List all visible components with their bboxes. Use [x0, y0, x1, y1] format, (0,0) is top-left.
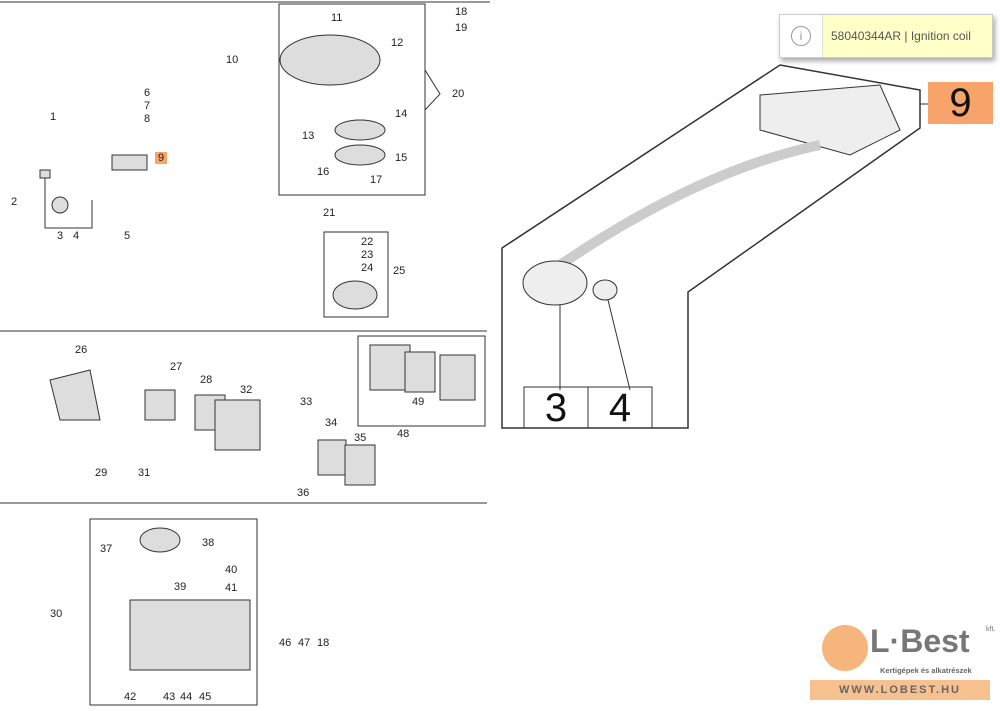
part-label-selected[interactable]: 9: [155, 152, 168, 164]
part-label[interactable]: 38: [202, 537, 215, 549]
part-label[interactable]: 39: [174, 581, 187, 593]
part-label[interactable]: 30: [50, 608, 63, 620]
tooltip: i 58040344AR | Ignition coil: [779, 14, 993, 58]
part-label[interactable]: 32: [240, 384, 253, 396]
part-label[interactable]: 42: [124, 691, 137, 703]
logo-brand: L·Best: [870, 623, 970, 659]
part-label[interactable]: 44: [180, 691, 193, 703]
part-label[interactable]: 20: [452, 88, 465, 100]
part-label[interactable]: 5: [124, 230, 131, 242]
part-label[interactable]: 25: [393, 265, 406, 277]
logo-suffix: kft.: [986, 626, 996, 633]
part-label[interactable]: 8: [144, 113, 151, 125]
part-label[interactable]: 24: [361, 262, 374, 274]
part-label[interactable]: 26: [75, 344, 88, 356]
part-label[interactable]: 31: [138, 467, 151, 479]
part-label[interactable]: 13: [302, 130, 315, 142]
part-label[interactable]: 18: [317, 637, 330, 649]
part-label[interactable]: 4: [73, 230, 80, 242]
part-label[interactable]: 34: [325, 417, 338, 429]
zoom-part-label[interactable]: 4: [608, 386, 632, 430]
part-label[interactable]: 33: [300, 396, 313, 408]
part-label[interactable]: 16: [317, 166, 330, 178]
part-label[interactable]: 15: [395, 152, 408, 164]
part-label[interactable]: 12: [391, 37, 404, 49]
info-icon: i: [780, 15, 823, 57]
part-label[interactable]: 49: [412, 396, 425, 408]
part-label[interactable]: 10: [226, 54, 239, 66]
part-label[interactable]: 11: [331, 12, 343, 24]
part-label[interactable]: 6: [144, 87, 151, 99]
tooltip-text: 58040344AR | Ignition coil: [831, 29, 971, 43]
part-label[interactable]: 29: [95, 467, 108, 479]
part-label[interactable]: 47: [298, 637, 311, 649]
part-label[interactable]: 46: [279, 637, 292, 649]
part-label[interactable]: 3: [57, 230, 64, 242]
part-label[interactable]: 18: [455, 6, 468, 18]
part-label[interactable]: 21: [323, 207, 336, 219]
part-label[interactable]: 41: [225, 582, 238, 594]
zoom-highlight-label[interactable]: 9: [928, 82, 993, 124]
part-label[interactable]: 14: [395, 108, 408, 120]
zoom-part-label[interactable]: 3: [544, 386, 568, 430]
company-logo: L·Best kft. Kertigépek és alkatrészek WW…: [810, 620, 995, 706]
part-label[interactable]: 19: [455, 22, 468, 34]
part-label[interactable]: 1: [50, 111, 57, 123]
part-label[interactable]: 22: [361, 236, 374, 248]
part-label[interactable]: 27: [170, 361, 183, 373]
part-label[interactable]: 2: [11, 196, 18, 208]
part-label[interactable]: 43: [163, 691, 176, 703]
part-label[interactable]: 17: [370, 174, 383, 186]
part-label[interactable]: 7: [144, 100, 151, 112]
part-label[interactable]: 45: [199, 691, 212, 703]
logo-url[interactable]: WWW.LOBEST.HU: [810, 680, 990, 700]
part-label[interactable]: 35: [354, 432, 367, 444]
part-label[interactable]: 40: [225, 564, 238, 576]
part-label[interactable]: 36: [297, 487, 310, 499]
part-label[interactable]: 23: [361, 249, 374, 261]
part-label[interactable]: 28: [200, 374, 213, 386]
logo-tagline: Kertigépek és alkatrészek: [880, 666, 972, 675]
part-label[interactable]: 37: [100, 543, 113, 555]
part-label[interactable]: 48: [397, 428, 410, 440]
